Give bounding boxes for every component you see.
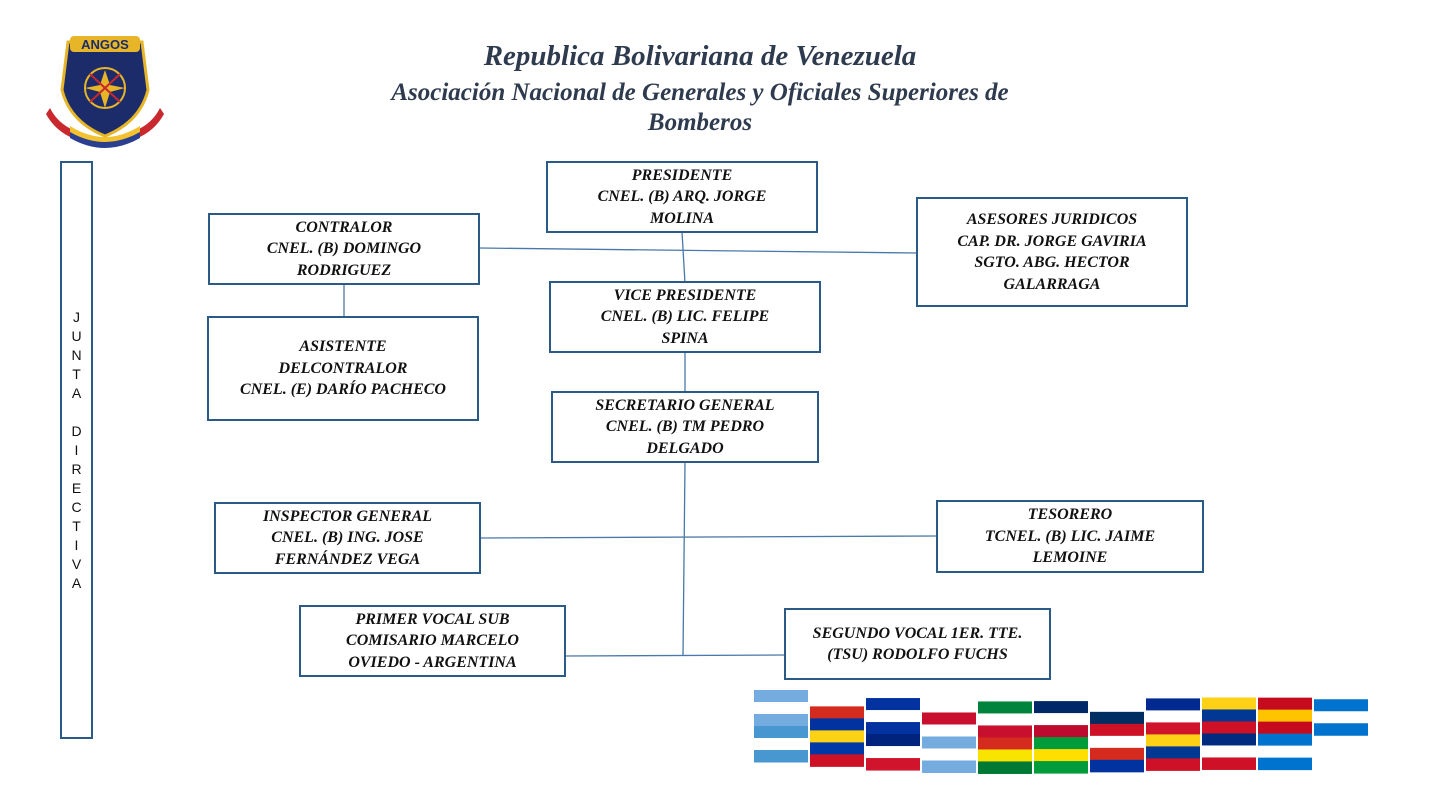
inspector-name-line2: FERNÁNDEZ VEGA <box>275 549 420 571</box>
line-contralor-asesores <box>479 248 917 253</box>
tesorero-title: TESORERO <box>1028 504 1112 526</box>
box-primer-vocal: PRIMER VOCAL SUB COMISARIO MARCELO OVIED… <box>299 605 566 677</box>
side-label-char: T <box>72 517 81 536</box>
contralor-name-line1: CNEL. (B) DOMINGO <box>267 238 421 260</box>
asesores-line3: GALARRAGA <box>1004 274 1101 296</box>
presidente-title: PRESIDENTE <box>632 165 732 187</box>
side-label-char: J <box>73 308 80 327</box>
line-primer-segundo-vocal <box>565 655 785 656</box>
side-label-char: A <box>72 384 81 403</box>
box-presidente: PRESIDENTE CNEL. (B) ARQ. JORGE MOLINA <box>546 161 818 233</box>
vice-name-line1: CNEL. (B) LIC. FELIPE <box>601 306 769 328</box>
secretario-name-line1: CNEL. (B) TM PEDRO <box>606 416 764 438</box>
asesores-line2: SGTO. ABG. HECTOR <box>974 252 1129 274</box>
asesores-title: ASESORES JURIDICOS <box>967 209 1137 231</box>
secretario-name-line2: DELGADO <box>646 438 723 460</box>
asesores-line1: CAP. DR. JORGE GAVIRIA <box>957 231 1146 253</box>
primer-vocal-line1: PRIMER VOCAL SUB <box>355 609 509 631</box>
side-label-char: V <box>72 555 81 574</box>
box-vice-presidente: VICE PRESIDENTE CNEL. (B) LIC. FELIPE SP… <box>549 281 821 353</box>
contralor-title: CONTRALOR <box>296 217 393 239</box>
tesorero-name-line1: TCNEL. (B) LIC. JAIME <box>985 526 1155 548</box>
side-label-char: T <box>72 365 81 384</box>
side-label-char: E <box>72 479 81 498</box>
presidente-name-line1: CNEL. (B) ARQ. JORGE <box>598 186 767 208</box>
inspector-title: INSPECTOR GENERAL <box>263 506 432 528</box>
side-label-char: D <box>71 422 81 441</box>
presidente-name-line2: MOLINA <box>650 208 714 230</box>
side-label-char: I <box>75 536 79 555</box>
box-tesorero: TESORERO TCNEL. (B) LIC. JAIME LEMOINE <box>936 500 1204 573</box>
asistente-title-line2: DELCONTRALOR <box>279 358 408 380</box>
asistente-name: CNEL. (E) DARÍO PACHECO <box>240 379 446 401</box>
vice-name-line2: SPINA <box>661 328 708 350</box>
latin-american-flags-icon <box>750 680 1390 800</box>
secretario-title: SECRETARIO GENERAL <box>595 395 774 417</box>
tesorero-name-line2: LEMOINE <box>1033 547 1108 569</box>
vice-title: VICE PRESIDENTE <box>614 285 757 307</box>
side-label-char: A <box>72 574 81 593</box>
box-contralor: CONTRALOR CNEL. (B) DOMINGO RODRIGUEZ <box>208 213 480 285</box>
box-asesores-juridicos: ASESORES JURIDICOS CAP. DR. JORGE GAVIRI… <box>916 197 1188 307</box>
box-segundo-vocal: SEGUNDO VOCAL 1ER. TTE. (TSU) RODOLFO FU… <box>784 608 1051 680</box>
box-asistente-contralor: ASISTENTE DELCONTRALOR CNEL. (E) DARÍO P… <box>207 316 479 421</box>
side-label-char: C <box>71 498 81 517</box>
side-label-char: U <box>71 327 81 346</box>
side-label-char: R <box>71 460 81 479</box>
contralor-name-line2: RODRIGUEZ <box>297 260 391 282</box>
side-label-char <box>75 403 79 422</box>
side-label-char: I <box>75 441 79 460</box>
box-secretario-general: SECRETARIO GENERAL CNEL. (B) TM PEDRO DE… <box>551 391 819 463</box>
line-president-vice <box>682 232 685 283</box>
segundo-vocal-line1: SEGUNDO VOCAL 1ER. TTE. <box>813 623 1023 645</box>
side-label-char: N <box>71 346 81 365</box>
line-inspector-tesorero <box>480 536 937 538</box>
segundo-vocal-line2: (TSU) RODOLFO FUCHS <box>827 644 1007 666</box>
primer-vocal-line3: OVIEDO - ARGENTINA <box>348 652 516 674</box>
line-secretario-vocales <box>683 462 685 656</box>
primer-vocal-line2: COMISARIO MARCELO <box>346 630 519 652</box>
asistente-title: ASISTENTE <box>299 336 386 358</box>
box-inspector-general: INSPECTOR GENERAL CNEL. (B) ING. JOSE FE… <box>214 502 481 574</box>
inspector-name-line1: CNEL. (B) ING. JOSE <box>271 527 423 549</box>
